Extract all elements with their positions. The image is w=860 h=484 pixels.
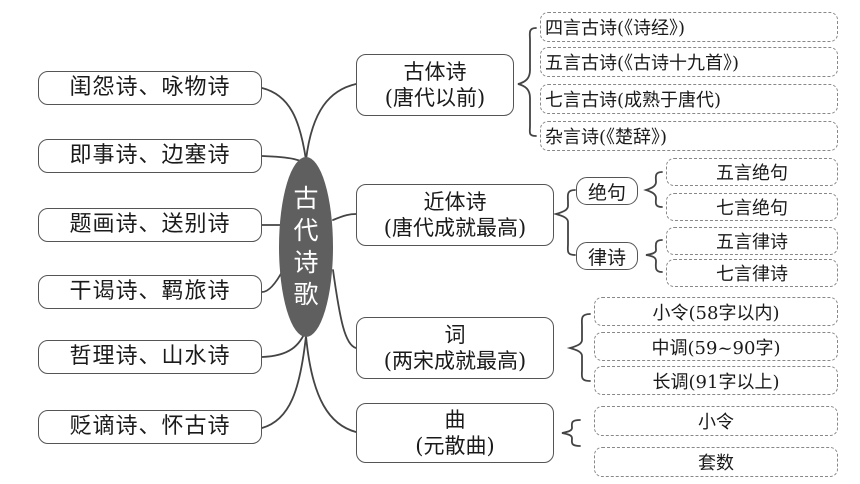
leaf-item: 小令(58字以内) — [594, 297, 838, 326]
leaf-label: 五言律诗 — [716, 232, 788, 253]
category-title: 古体诗 — [403, 59, 467, 84]
category-box-jintishi: 近体诗 (唐代成就最高) — [356, 184, 554, 246]
poem-theme-box: 闺怨诗、咏物诗 — [38, 71, 262, 105]
leaf-label: 长调(91字以上) — [652, 371, 780, 393]
category-title: 曲 — [444, 407, 466, 432]
center-char: 歌 — [293, 280, 319, 309]
leaf-item: 杂言诗(《楚辞》) — [540, 121, 838, 151]
poem-theme-label: 哲理诗、山水诗 — [69, 344, 231, 370]
category-subtitle: (元散曲) — [415, 434, 495, 458]
poem-theme-box: 题画诗、送别诗 — [38, 208, 262, 242]
leaf-item: 中调(59~90字) — [594, 332, 838, 361]
subcategory-jueju: 绝句 — [576, 177, 638, 205]
poem-theme-box: 贬谪诗、怀古诗 — [38, 410, 262, 444]
poem-theme-label: 贬谪诗、怀古诗 — [69, 414, 231, 440]
leaf-label: 套数 — [698, 453, 734, 474]
leaf-item: 四言古诗(《诗经》) — [540, 12, 838, 42]
poem-theme-box: 即事诗、边塞诗 — [38, 139, 262, 173]
category-title: 词 — [444, 322, 466, 347]
poem-theme-label: 干谒诗、羁旅诗 — [69, 279, 231, 305]
subcategory-label: 绝句 — [587, 181, 626, 204]
category-box-gutishi: 古体诗 (唐代以前) — [356, 54, 514, 116]
leaf-label: 五言绝句 — [716, 163, 788, 184]
subcategory-label: 律诗 — [587, 246, 626, 269]
leaf-label: 五言古诗(《古诗十九首》) — [545, 53, 740, 74]
leaf-label: 四言古诗(《诗经》) — [545, 18, 686, 39]
leaf-label: 七言古诗(成熟于唐代) — [545, 90, 722, 111]
poem-theme-label: 题画诗、送别诗 — [69, 212, 231, 238]
poem-theme-box: 干谒诗、羁旅诗 — [38, 275, 262, 309]
leaf-item: 套数 — [594, 447, 838, 477]
leaf-label: 小令(58字以内) — [652, 302, 780, 324]
leaf-item: 长调(91字以上) — [594, 366, 838, 395]
leaf-item: 五言绝句 — [666, 158, 838, 186]
center-char: 诗 — [293, 248, 319, 277]
leaf-label: 中调(59~90字) — [651, 337, 781, 359]
category-subtitle: (唐代成就最高) — [383, 216, 527, 240]
category-title: 近体诗 — [423, 189, 487, 214]
center-char: 代 — [293, 216, 319, 245]
poem-theme-label: 即事诗、边塞诗 — [69, 143, 231, 169]
leaf-item: 五言律诗 — [666, 227, 838, 255]
leaf-item: 五言古诗(《古诗十九首》) — [540, 47, 838, 77]
subcategory-lvshi: 律诗 — [576, 242, 638, 270]
leaf-item: 七言古诗(成熟于唐代) — [540, 84, 838, 114]
leaf-item: 七言绝句 — [666, 193, 838, 221]
central-topic-ancient-poetry: 古 代 诗 歌 — [279, 157, 333, 337]
category-subtitle: (唐代以前) — [384, 86, 486, 110]
category-box-ci: 词 (两宋成就最高) — [356, 317, 554, 379]
leaf-label: 七言律诗 — [716, 264, 788, 285]
center-char: 古 — [293, 184, 319, 213]
poem-theme-label: 闺怨诗、咏物诗 — [69, 75, 231, 101]
category-subtitle: (两宋成就最高) — [383, 349, 527, 373]
poem-theme-box: 哲理诗、山水诗 — [38, 340, 262, 374]
leaf-item: 小令 — [594, 406, 838, 436]
leaf-label: 七言绝句 — [716, 198, 788, 219]
leaf-item: 七言律诗 — [666, 259, 838, 287]
leaf-label: 杂言诗(《楚辞》) — [545, 127, 668, 148]
leaf-label: 小令 — [698, 412, 734, 433]
category-box-qu: 曲 (元散曲) — [356, 403, 554, 463]
